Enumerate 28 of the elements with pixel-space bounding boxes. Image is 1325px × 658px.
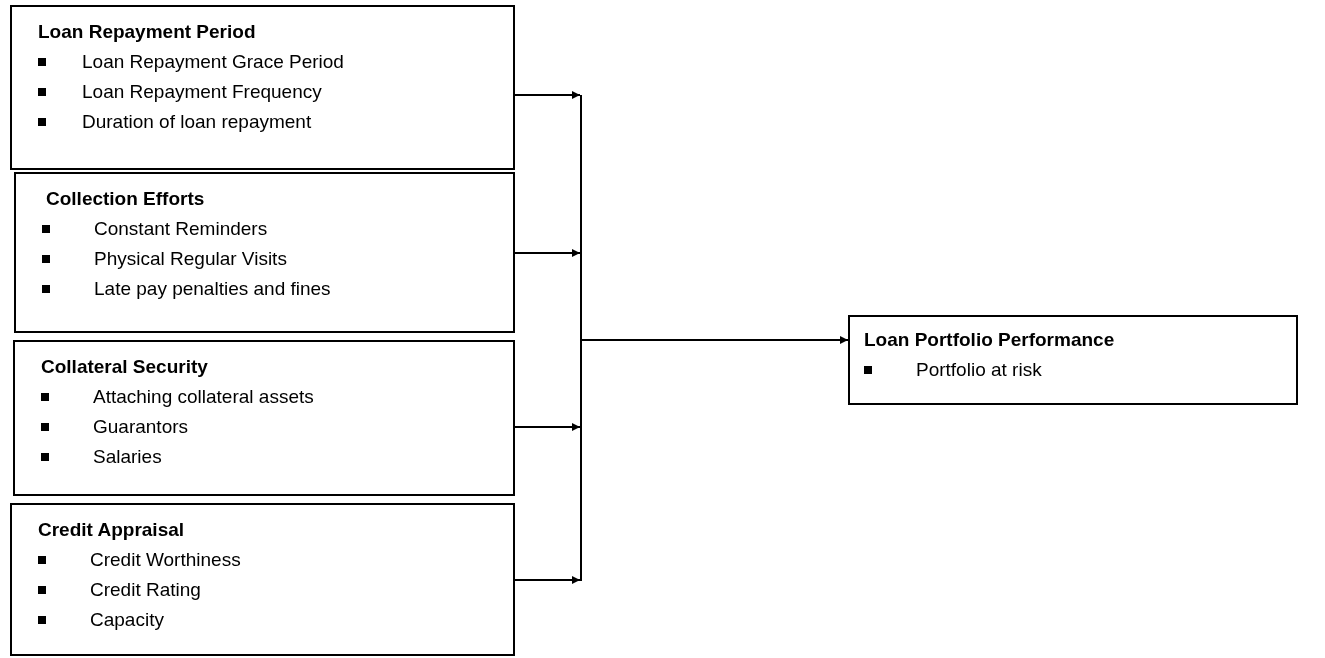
box-heading: Loan Repayment Period (38, 20, 257, 44)
box-heading: Loan Portfolio Performance (864, 328, 1116, 352)
box-heading: Collection Efforts (46, 187, 206, 211)
bullet-item: Credit Rating (90, 578, 201, 602)
bullet-item: Loan Repayment Grace Period (82, 50, 344, 74)
arrow (514, 249, 581, 257)
bullet-item: Salaries (93, 445, 162, 469)
bullet-item: Physical Regular Visits (94, 247, 287, 271)
bullet-item: Credit Worthiness (90, 548, 241, 572)
bullet-item: Guarantors (93, 415, 189, 439)
factor-box (10, 503, 515, 656)
bullet-item: Portfolio at risk (916, 358, 1042, 382)
bullet-item: Late pay penalties and fines (94, 277, 331, 301)
arrow (514, 91, 581, 99)
bullet-item: Capacity (90, 608, 164, 632)
bullet-item: Loan Repayment Frequency (82, 80, 322, 104)
factor-box (14, 172, 515, 333)
bullet-item: Duration of loan repayment (82, 110, 312, 134)
bullet-item: Attaching collateral assets (93, 385, 314, 409)
box-heading: Credit Appraisal (38, 518, 186, 542)
box-heading: Collateral Security (41, 355, 209, 379)
arrow (514, 423, 581, 431)
bullet-item: Constant Reminders (94, 217, 268, 241)
arrow (514, 576, 581, 584)
arrow (581, 336, 849, 344)
factor-box (848, 315, 1298, 405)
factor-box (10, 5, 515, 170)
factor-box (13, 340, 515, 496)
